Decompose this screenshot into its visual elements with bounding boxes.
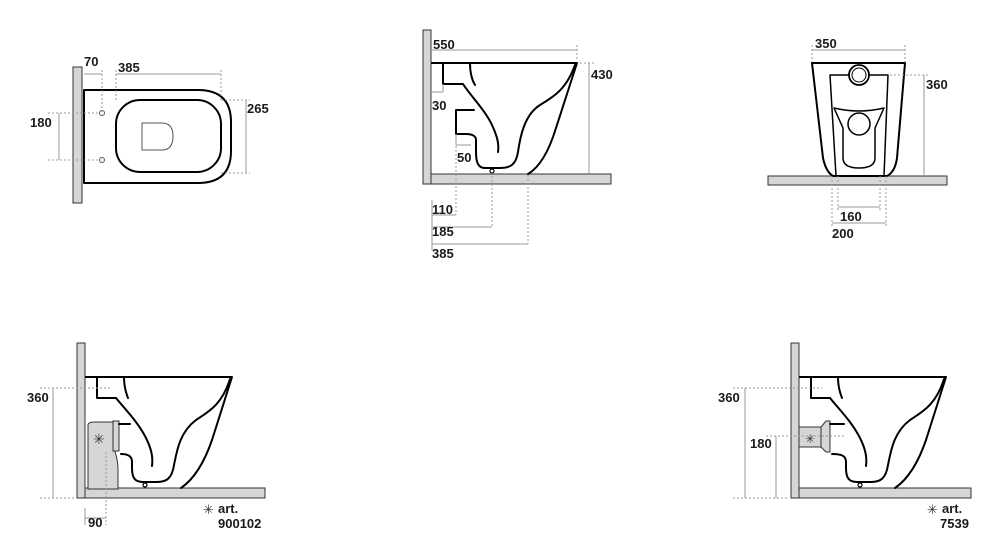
dim-185: 185 [432,224,454,239]
dim-90: 90 [88,515,102,530]
connector-900102 [87,421,119,490]
wall [72,66,83,204]
lid-mark [141,122,174,151]
top-view: 70 385 265 180 [30,54,269,204]
side-view: 550 430 30 50 110 185 385 [422,29,613,261]
dim-360-front: 360 [926,77,948,92]
dim-180-b: 180 [750,436,772,451]
note-code: 900102 [218,516,261,531]
bowl-outline [83,89,232,184]
seat-outline [115,99,222,173]
connector-collar [820,420,831,453]
dim-110: 110 [432,202,453,217]
wall [76,342,86,499]
dim-360-a: 360 [27,390,49,405]
wall [422,29,432,185]
dim-180: 180 [30,115,52,130]
dim-200: 200 [832,226,854,241]
dim-385-side: 385 [432,246,454,261]
front-view: 350 360 160 200 [767,36,948,241]
asterisk-icon: ✳ [927,503,938,518]
dim-265: 265 [247,101,269,116]
dim-50: 50 [457,150,471,165]
note-code: 7539 [940,516,969,531]
floor [430,173,612,185]
note-label: art. [942,501,962,516]
dim-30: 30 [432,98,446,113]
floor [84,487,266,499]
wall [790,342,800,499]
install-view-b: ✳ 360 180 ✳ art. 7539 [718,342,972,531]
note-label: art. [218,501,238,516]
floor [767,175,948,186]
dim-550: 550 [433,37,455,52]
asterisk-icon: ✳ [93,432,105,448]
dim-350: 350 [815,36,837,51]
install-view-a: ✳ 360 90 ✳ art. 900102 [27,342,266,531]
dim-430: 430 [591,67,613,82]
dim-385: 385 [118,60,140,75]
connector-collar [112,420,120,452]
floor [798,487,972,499]
fixing-hole [99,157,105,163]
dim-70: 70 [84,54,98,69]
asterisk-icon: ✳ [805,432,815,446]
dim-360-b: 360 [718,390,740,405]
asterisk-icon: ✳ [203,503,214,518]
dim-160: 160 [840,209,862,224]
